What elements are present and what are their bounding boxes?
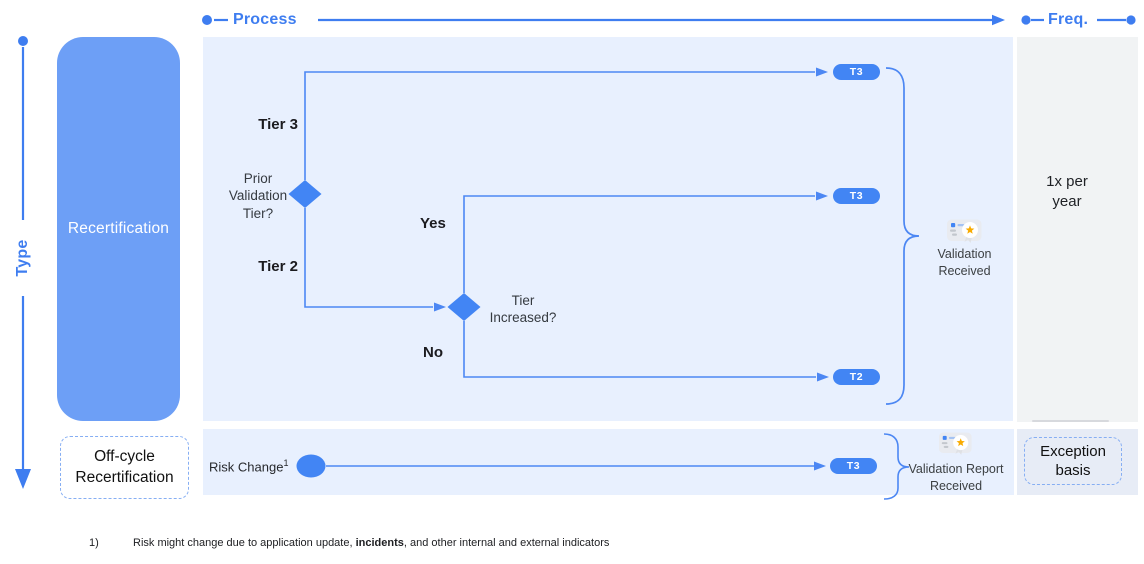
process-axis-arrowhead-icon bbox=[992, 14, 1005, 26]
offcycle-type-box: Off-cycle Recertification bbox=[60, 436, 189, 499]
freq-axis-label: Freq. bbox=[1048, 11, 1089, 28]
recertification-type-label: Recertification bbox=[67, 220, 170, 237]
validation-report-received-label: Validation Report Received bbox=[908, 462, 1004, 493]
validation-received-label: Validation Received bbox=[937, 247, 992, 278]
recertification-type-box: Recertification bbox=[57, 37, 180, 421]
process-axis-start-dot bbox=[202, 15, 212, 25]
outcome-pill-t2: T2 bbox=[833, 369, 880, 385]
frequency-column-divider bbox=[1032, 420, 1109, 422]
decision2-question: Tier Increased? bbox=[489, 293, 557, 326]
outcome-pill-t3-top: T3 bbox=[833, 64, 880, 80]
footnote-marker: 1) bbox=[89, 537, 99, 549]
offcycle-frequency: Exception basis bbox=[1040, 442, 1106, 479]
validation-received-icon bbox=[947, 219, 982, 243]
process-lane-background bbox=[203, 37, 1013, 421]
validation-report-received-icon bbox=[938, 432, 972, 455]
type-axis-label: Type bbox=[14, 239, 31, 277]
footnote-text: Risk might change due to application upd… bbox=[133, 537, 610, 549]
decision1-top-branch-label: Tier 3 bbox=[258, 116, 298, 133]
exception-basis-box: Exception basis bbox=[1024, 437, 1122, 485]
outcome-pill-t3-mid: T3 bbox=[833, 188, 880, 204]
risk-change-label: Risk Change1 bbox=[209, 458, 289, 475]
freq-axis-right-dot bbox=[1126, 15, 1136, 25]
decision1-bottom-branch-label: Tier 2 bbox=[258, 258, 298, 275]
offcycle-type-label: Off-cycle Recertification bbox=[75, 448, 174, 486]
decision2-top-branch-label: Yes bbox=[420, 215, 446, 232]
outcome-pill-t3-offcycle: T3 bbox=[830, 458, 877, 474]
frequency-column-background bbox=[1017, 37, 1138, 422]
freq-axis-left-dot bbox=[1021, 15, 1031, 25]
process-axis-label: Process bbox=[233, 11, 297, 28]
decision2-bottom-branch-label: No bbox=[423, 344, 443, 361]
offcycle-lane-background bbox=[203, 429, 1014, 495]
type-axis-arrowhead-icon bbox=[15, 469, 31, 489]
recertification-frequency: 1x per year bbox=[1046, 173, 1088, 210]
type-axis-top-dot bbox=[18, 36, 28, 46]
decision1-question: Prior Validation Tier? bbox=[228, 171, 288, 221]
footnote-reference: 1 bbox=[283, 458, 289, 468]
